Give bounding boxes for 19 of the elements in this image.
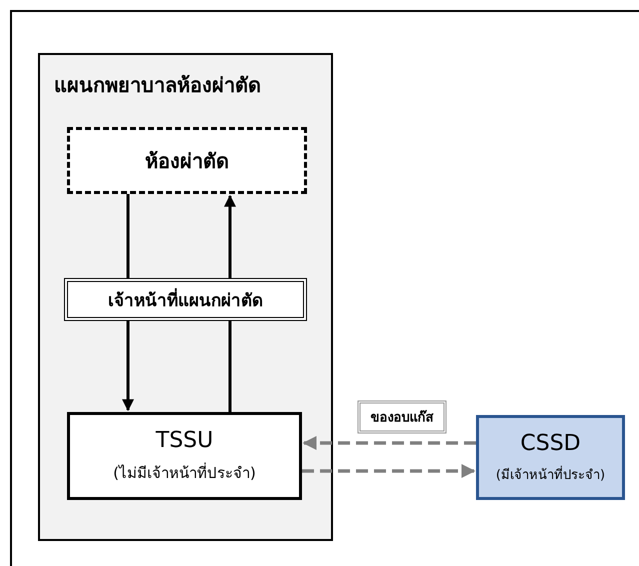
department-panel	[38, 53, 333, 541]
unit-name: CSSD	[520, 430, 581, 456]
unit-box	[67, 412, 302, 500]
room-box	[67, 127, 307, 194]
edge-label: ของอบแก๊ส	[358, 400, 446, 434]
box-label: เจ้าหน้าที่แผนกผ่าตัด	[108, 286, 263, 313]
unit-box	[476, 415, 625, 500]
unit-note: (ไม่มีเจ้าหน้าที่ประจำ)	[113, 462, 256, 484]
arrow	[302, 436, 476, 450]
unit-name: TSSU	[156, 428, 214, 452]
arrow	[302, 464, 476, 478]
connector-line	[228, 321, 232, 412]
unit-note: (มีเจ้าหน้าที่ประจำ)	[496, 464, 606, 484]
box-label: ห้องผ่าตัด	[145, 148, 229, 174]
staff-box	[64, 278, 307, 321]
connector-line	[126, 194, 130, 278]
panel-title: แผนกพยาบาลห้องผ่าตัด	[54, 72, 261, 99]
arrow	[224, 194, 236, 278]
arrow	[122, 321, 134, 412]
